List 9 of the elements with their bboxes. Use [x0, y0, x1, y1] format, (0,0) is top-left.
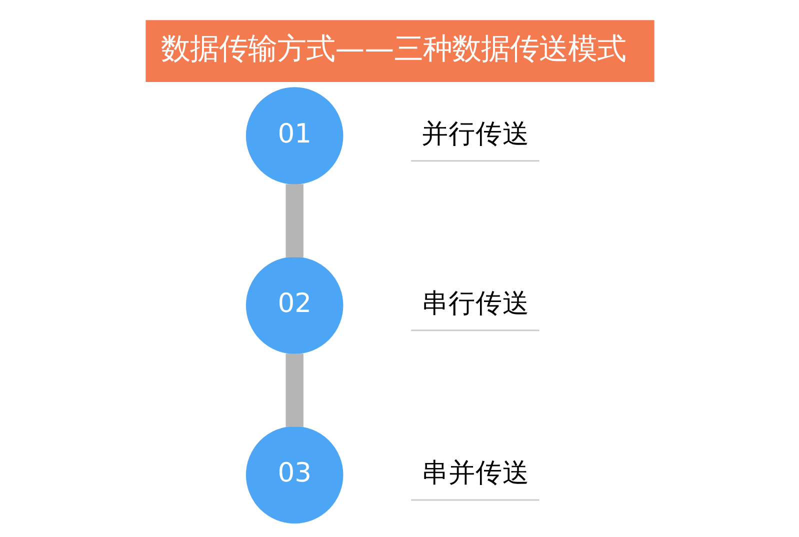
node-label: 串行传送	[420, 288, 529, 319]
node-circle: 02	[245, 256, 343, 354]
node-label: 串并传送	[420, 457, 529, 488]
diagram-title: 数据传输方式——三种数据传送模式	[160, 31, 626, 66]
node-circle: 01	[245, 87, 343, 184]
node-label: 并行传送	[420, 118, 529, 150]
connector	[285, 354, 303, 427]
node-circle: 03	[245, 426, 343, 524]
connector	[285, 184, 303, 258]
